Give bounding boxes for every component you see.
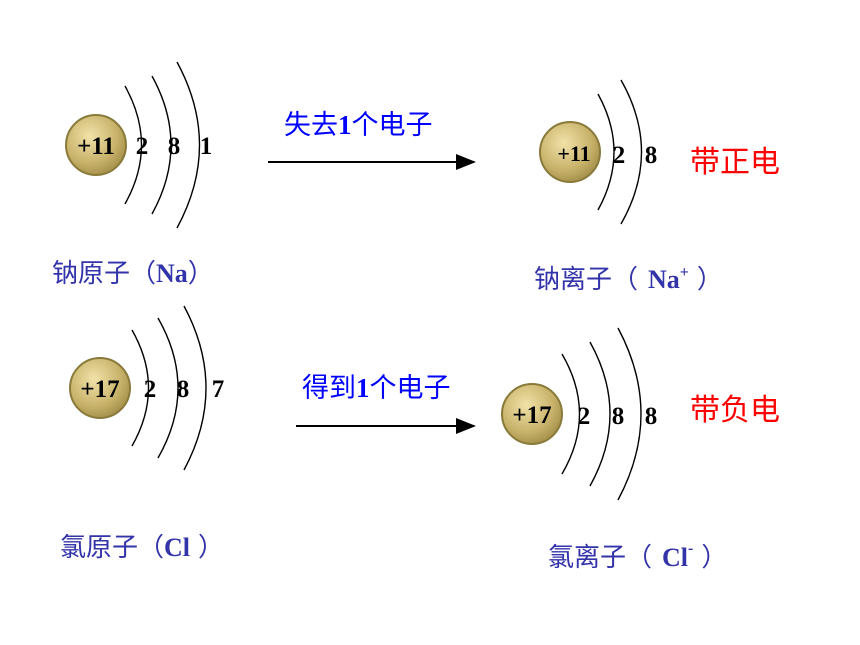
chloride-ion-shell-2 [589,341,611,487]
chloride-ion-caption: 氯离子（Cl-） [548,540,727,573]
sodium-ion-shell-2-count: 8 [645,142,658,169]
chlorine-atom-caption: 氯原子（Cl） [60,533,224,563]
sodium-ion-shell-1 [597,93,615,211]
chlorine-atom-nucleus [69,357,131,419]
chlorine-atom-shell-1 [131,329,150,447]
chloride-ion-shell-2-count: 8 [612,403,625,430]
sodium-ion-caption: 钠离子（Na+） [534,264,723,295]
chloride-ion-shell-3-count: 8 [645,403,658,430]
chlorine-atom-shell-2-count: 8 [177,376,190,403]
sodium-atom-shell-2 [151,75,172,215]
chlorine-process: 得到1个电子 [296,373,476,434]
chloride-ion-charge: 带负电 [690,393,780,428]
sodium-atom-nucleus-label: +11 [77,133,115,160]
sodium-atom-shell-2-count: 8 [168,133,181,160]
sodium-atom: +11 2 8 1 [65,61,213,229]
sodium-atom-shell-3 [176,61,201,229]
chlorine-atom: +17 2 8 7 [69,305,225,471]
sodium-ion-shell-1-count: 2 [613,142,626,169]
sodium-atom-shell-1 [124,85,143,205]
sodium-process-label: 失去1个电子 [284,110,433,141]
sodium-atom-caption: 钠原子（Na） [52,259,214,289]
sodium-atom-nucleus [65,114,127,176]
chlorine-atom-shell-2 [157,317,179,459]
chlorine-atom-nucleus-label: +17 [80,376,119,403]
sodium-atom-shell-1-count: 2 [136,133,149,160]
chloride-ion-shell-1 [561,353,581,475]
chlorine-atom-shell-3-count: 7 [212,376,225,403]
sodium-ion-nucleus-label: +11 [557,141,590,166]
chloride-ion-nucleus [501,383,563,445]
sodium-ion-charge: 带正电 [690,145,780,180]
sodium-ion-shell-2 [620,79,643,225]
chloride-ion-shell-3 [617,327,642,501]
chlorine-process-label: 得到1个电子 [302,373,451,404]
chloride-ion-nucleus-label: +17 [512,402,551,429]
sodium-ion-nucleus [539,121,601,183]
sodium-ion: +11 2 8 带正电 [539,79,780,225]
chlorine-atom-shell-3 [183,305,207,471]
sodium-atom-shell-3-count: 1 [200,133,213,160]
chloride-ion: +17 2 8 8 带负电 [501,327,780,501]
chloride-ion-shell-1-count: 2 [578,403,591,430]
chlorine-atom-shell-1-count: 2 [144,376,157,403]
sodium-process: 失去1个电子 [268,110,476,170]
